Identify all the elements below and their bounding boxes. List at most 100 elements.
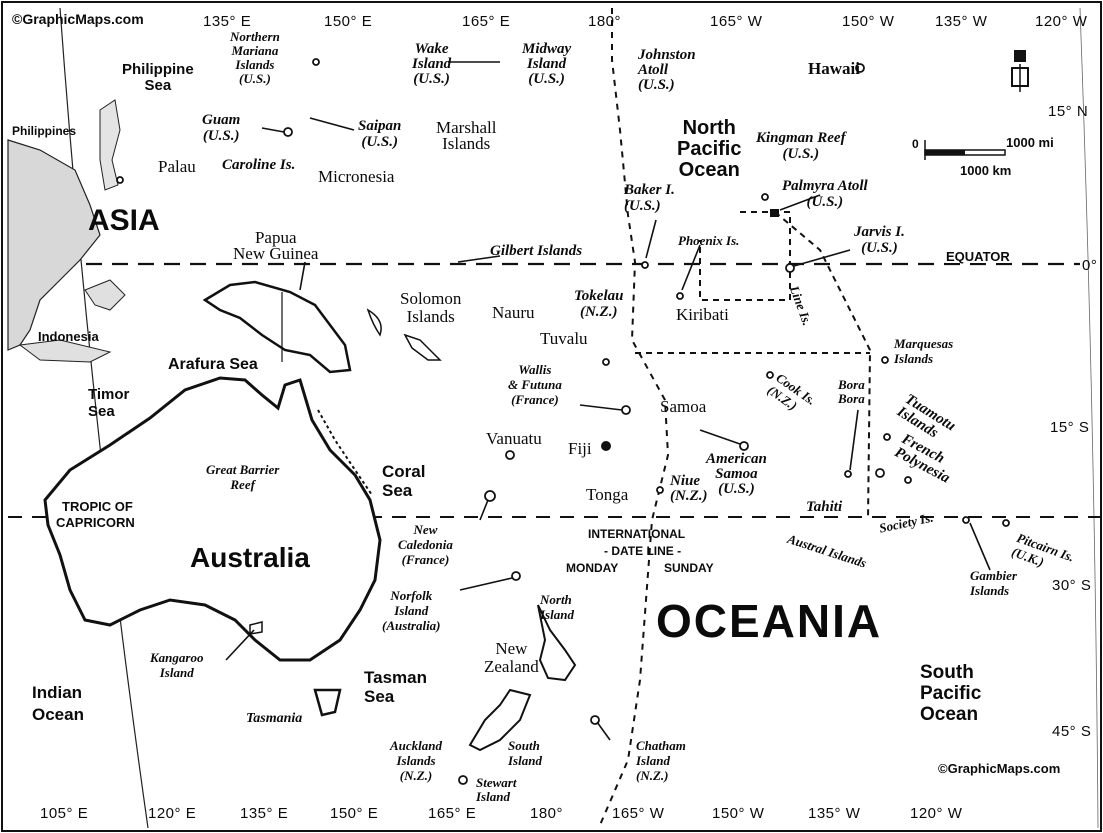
auckland-islands-label: Auckland Islands (N.Z.) [390,738,443,783]
philippine-sea-label: Philippine Sea [122,61,194,94]
coord-bot-165e: 165° E [428,805,477,822]
philippines-land [99,99,121,191]
coord-bot-180: 180° [530,805,564,822]
philippines-label: Philippines [12,124,77,138]
new-zealand-label: New Zealand [484,639,539,676]
tahiti-label: Tahiti [806,499,843,515]
indian-ocean-label: Indian Ocean [32,683,84,724]
jarvis-label: Jarvis I. (U.S.) [854,224,905,256]
coord-top-180: 180° [588,13,622,30]
south-pacific-label: South Pacific Ocean [920,662,982,725]
tasman-sea-label: Tasman Sea [364,668,427,706]
hawaii-label: Hawaii [808,59,860,78]
south-island-label: South Island [508,738,542,768]
credit-bottom: ©GraphicMaps.com [938,761,1061,776]
south-island-land [468,688,532,752]
baker-label: Baker I. (U.S.) [624,182,675,214]
caroline-label: Caroline Is. [222,157,296,173]
norfolk-label: Norfolk Island (Australia) [382,588,441,633]
palau-label: Palau [158,157,196,176]
png-label: Papua New Guinea [233,228,319,263]
kingman-label: Kingman Reef (U.S.) [756,130,846,162]
coord-bot-165w: 165° W [612,805,665,822]
wallis-label: Wallis & Futuna (France) [508,362,562,407]
phoenix-label: Phoenix Is. [678,233,740,248]
great-barrier-reef-label: Great Barrier Reef [206,462,280,492]
west-graticule-edge [59,7,149,829]
leader-lines [225,61,991,741]
marquesas-label: Marquesas Islands [894,336,954,366]
lat-15s: 15° S [1050,419,1090,436]
sunday-label: SUNDAY [664,561,714,575]
dateline-title: INTERNATIONAL [588,527,686,541]
coord-bot-120w: 120° W [910,805,963,822]
coord-bot-150e: 150° E [330,805,379,822]
tropic-label-1: TROPIC OF [62,499,133,514]
midway-label: Midway Island (U.S.) [522,41,572,87]
indonesia-island-1 [18,339,112,363]
lat-15n: 15° N [1048,103,1089,120]
arafura-sea-label: Arafura Sea [168,356,258,373]
coord-top-135e: 135° E [203,13,252,30]
asia-label: ASIA [88,204,160,237]
asia-land [7,139,101,351]
international-date-line [599,8,670,826]
lat-30s: 30° S [1052,577,1092,594]
kiribati-boundary [699,211,791,301]
scale-zero: 0 [912,137,919,151]
australia-land [43,376,382,662]
coord-top-165w: 165° W [710,13,763,30]
coord-bot-120e: 120° E [148,805,197,822]
dateline-sub: - DATE LINE - [604,544,682,558]
coord-top-165e: 165° E [462,13,511,30]
solomon-label: Solomon Islands [400,289,462,326]
coord-bot-135w: 135° W [808,805,861,822]
chatham-label: Chatham Island (N.Z.) [636,738,686,783]
lat-0: 0° [1082,257,1098,274]
tuvalu-label: Tuvalu [540,329,588,348]
coord-bot-135e: 135° E [240,805,289,822]
north-pacific-label: North Pacific Ocean [677,117,742,181]
saipan-label: Saipan (U.S.) [358,118,402,150]
coord-bot-150w: 150° W [712,805,765,822]
vanuatu-label: Vanuatu [486,429,542,448]
east-graticule-edge [1079,7,1099,829]
gambier-label: Gambier Islands [970,568,1017,598]
stewart-island-label: Stewart Island [476,775,517,804]
kiribati-label: Kiribati [676,305,729,324]
wake-label: Wake Island (U.S.) [412,41,452,87]
indonesia-label: Indonesia [38,329,99,344]
scale-km: 1000 km [960,163,1012,178]
monday-label: MONDAY [566,561,619,575]
bougainville-land [366,308,382,337]
coord-top-150e: 150° E [324,13,373,30]
niue-label: Niue (N.Z.) [670,473,708,504]
nauru-label: Nauru [492,303,535,322]
scale-bar [924,140,1006,160]
timor-sea-label: Timor Sea [88,386,130,420]
palmyra-marker [770,209,779,217]
american-samoa-label: American Samoa (U.S.) [706,451,767,497]
micronesia-label: Micronesia [318,167,395,186]
lat-45s: 45° S [1052,723,1092,740]
indonesia-island-2 [84,279,126,311]
palmyra-label: Palmyra Atoll (U.S.) [782,178,868,210]
tokelau-label: Tokelau (N.Z.) [574,288,624,320]
samoa-label: Samoa [660,397,707,416]
coord-top-120w: 120° W [1035,13,1088,30]
tasmania-land [313,688,342,717]
tonga-label: Tonga [586,485,629,504]
solomon-islands-land [403,333,442,361]
line-islands-boundary [774,211,872,521]
north-island-label: North Island [540,592,574,622]
island-markers [116,58,1010,785]
north-island-land [537,604,577,682]
gilbert-label: Gilbert Islands [490,243,583,259]
bora-bora-label: Bora Bora [838,377,865,406]
coord-bot-105e: 105° E [40,805,89,822]
tropic-label-2: CAPRICORN [56,515,135,530]
kangaroo-island-label: Kangaroo Island [150,650,204,680]
